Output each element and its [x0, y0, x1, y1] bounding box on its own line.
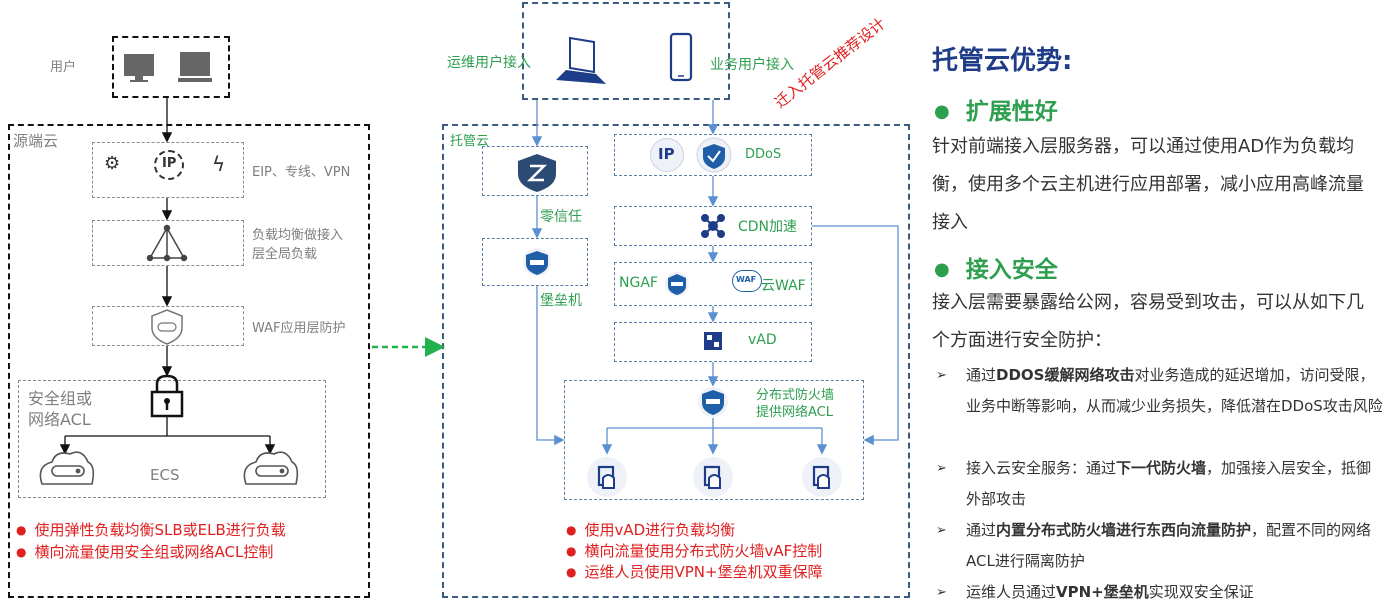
security-item-3: 通过内置分布式防火墙进行东西向流量防护，配置不同的网络ACL进行隔离防护 [966, 521, 1372, 570]
cdn-label: CDN加速 [738, 219, 798, 235]
access-box [522, 2, 730, 100]
monitor-icon [124, 54, 154, 82]
lock-icon [150, 374, 184, 418]
security-group-box [18, 380, 326, 498]
cloud-waf-icon: WAF [732, 270, 762, 292]
eip-label: EIP、专线、VPN [252, 165, 351, 180]
bastion-icon [523, 248, 551, 276]
mid-bullet-1: 使用vAD进行负载均衡 [566, 519, 735, 540]
left-bullet-1: 使用弹性负载均衡SLB或ELB进行负载 [16, 519, 285, 540]
middle-arrows [531, 100, 899, 455]
security-group-label: 安全组或 网络ACL [28, 389, 93, 429]
vad-label: vAD [748, 332, 777, 348]
heading-access-security: 接入安全 [934, 250, 1058, 284]
security-item-4: 运维人员通过VPN+堡垒机实现双安全保证 [966, 583, 1254, 601]
hosted-cloud-label: 托管云 [450, 134, 490, 149]
source-cloud-box [8, 124, 370, 598]
vad-icon [704, 332, 722, 350]
server-icon-1 [587, 457, 627, 497]
server-icon-3 [802, 457, 842, 497]
bastion-label: 堡垒机 [540, 293, 582, 309]
server-icon-2 [693, 457, 733, 497]
ngaf-icon [665, 272, 689, 296]
hosted-cloud-box [442, 124, 910, 598]
security-item-1: 通过DDOS缓解网络攻击对业务造成的延迟增加，访问受限，业务中断等影响，从而减少… [966, 366, 1383, 415]
list-marker-icon: ➢ [936, 461, 947, 476]
load-balancer-icon [146, 224, 188, 262]
left-bullet-2: 横向流量使用安全组或网络ACL控制 [16, 541, 273, 562]
security-item-2: 接入云安全服务：通过下一代防火墙，加强接入层安全，抵御外部攻击 [966, 459, 1372, 508]
desktop-icon [178, 52, 212, 82]
right-title: 托管云优势: [932, 46, 1073, 76]
cdn-icon [701, 214, 725, 238]
lb-label: 负载均衡做接入 层全局负载 [252, 228, 344, 262]
mid-bullet-2: 横向流量使用分布式防火墙vAF控制 [566, 540, 822, 561]
user-box [112, 36, 230, 98]
list-marker-icon: ➢ [936, 585, 947, 600]
ip-badge-icon: IP [650, 138, 684, 172]
globe-gear-icon: ⚙ [104, 153, 121, 174]
cloud-waf-label: 云WAF [761, 278, 806, 294]
list-marker-icon: ➢ [936, 523, 947, 538]
tablet-icon [669, 32, 693, 82]
ecs-cloud-icon-right [243, 451, 299, 485]
zero-trust-label: 零信任 [540, 209, 582, 225]
para-access-security: 接入层需要暴露给公网，容易受到攻击，可以从如下几个方面进行安全防护： [932, 292, 1364, 351]
ddos-shield-icon [696, 137, 732, 173]
list-marker-icon: ➢ [936, 368, 947, 383]
ip-icon: IP [154, 150, 184, 180]
ngaf-label: NGAF [619, 275, 658, 291]
ops-access-label: 运维用户接入 [447, 55, 531, 71]
waf-shield-icon [151, 309, 183, 345]
lightning-icon: ϟ [212, 152, 226, 176]
zero-trust-icon [518, 154, 556, 192]
ddos-label: DDoS [745, 147, 782, 162]
source-cloud-label: 源端云 [13, 132, 59, 150]
laptop-icon [556, 36, 606, 84]
ecs-label: ECS [150, 466, 180, 484]
waf-label: WAF应用层防护 [252, 321, 346, 336]
biz-access-label: 业务用户接入 [710, 57, 794, 73]
user-label: 用户 [50, 60, 77, 75]
para-scalability: 针对前端接入层服务器，可以通过使用AD作为负载均衡，使用多个云主机进行应用部署，… [932, 136, 1364, 233]
mid-bullet-3: 运维人员使用VPN+堡垒机双重保障 [566, 561, 822, 582]
ecs-cloud-icon-left [39, 451, 95, 485]
left-arrows [59, 98, 276, 455]
dist-firewall-icon [698, 387, 728, 417]
dist-fw-label: 分布式防火墙 提供网络ACL [756, 388, 835, 420]
heading-scalability: 扩展性好 [934, 92, 1058, 126]
